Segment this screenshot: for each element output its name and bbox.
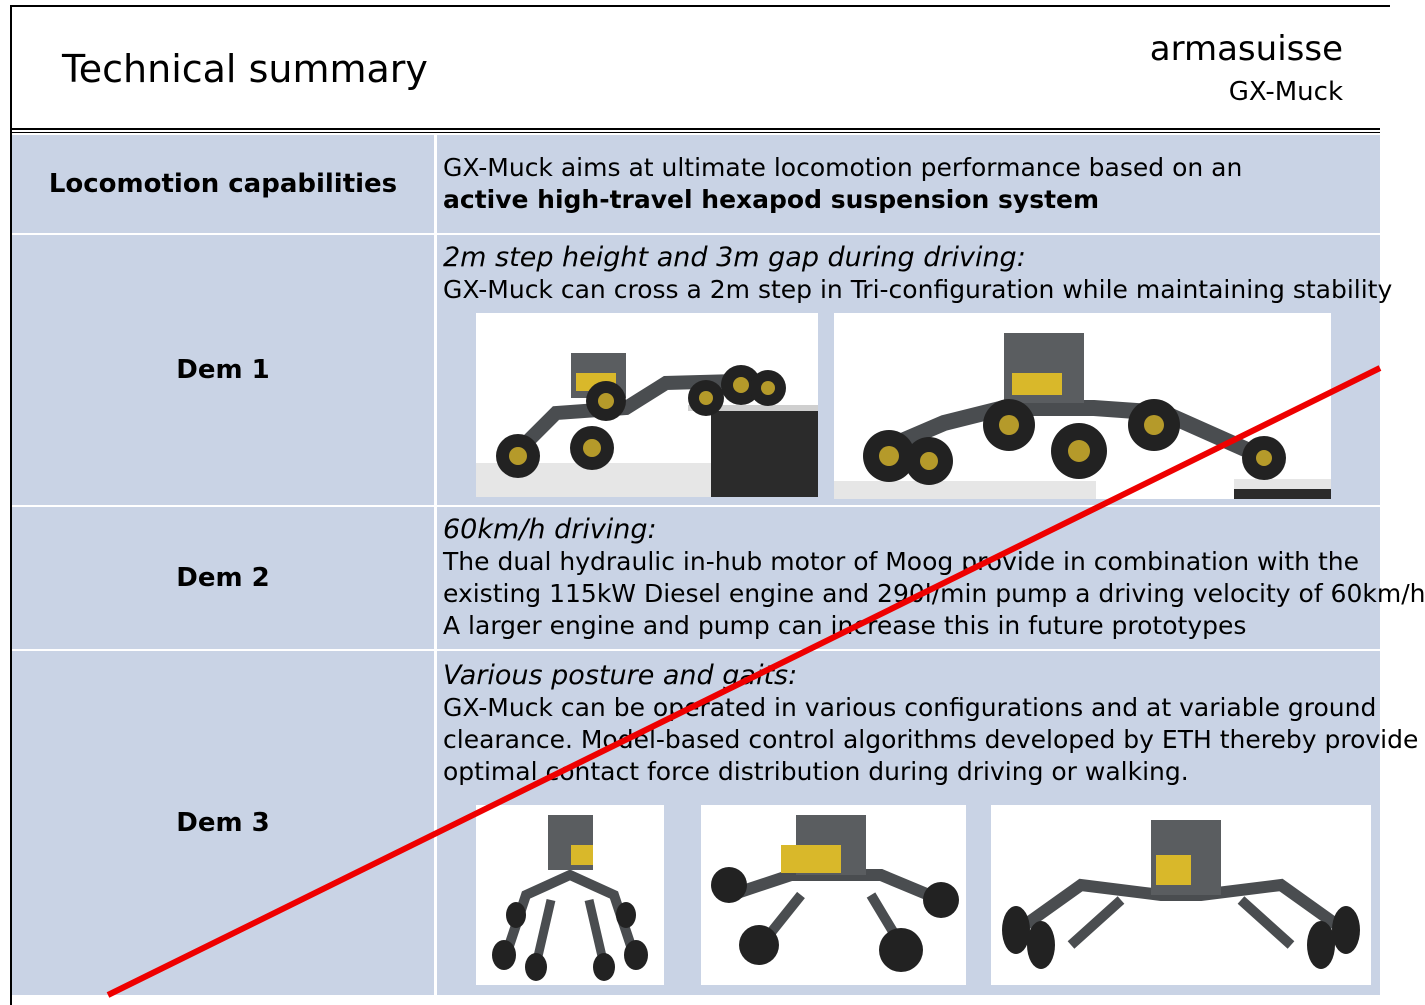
slide-header: Technical summary armasuisse GX-Muck: [12, 7, 1380, 129]
dem1-subtitle: 2m step height and 3m gap during driving…: [443, 242, 1026, 273]
locomotion-line: GX-Muck aims at ultimate locomotion perf…: [443, 153, 1243, 182]
locomotion-bold-text: active high-travel hexapod suspension sy…: [443, 185, 1100, 214]
dem2-line: The dual hydraulic in-hub motor of Moog …: [443, 547, 1360, 576]
project-name: GX-Muck: [1228, 77, 1343, 107]
row-label-dem2: Dem 2: [176, 563, 270, 593]
row-label-dem1: Dem 1: [176, 355, 270, 385]
row-label-locomotion: Locomotion capabilities: [48, 169, 398, 199]
dem2-description: 60km/h driving: The dual hydraulic in-hu…: [443, 514, 1425, 642]
dem3-line: GX-Muck can be operated in various confi…: [443, 693, 1377, 722]
row-divider: [12, 233, 1380, 235]
locomotion-line-bold: active high-travel hexapod suspension sy…: [443, 184, 1380, 216]
dem1-step-image: [476, 313, 818, 497]
locomotion-description: GX-Muck aims at ultimate locomotion perf…: [443, 152, 1380, 216]
dem1-gap-image: [834, 313, 1331, 499]
dem3-wide-stance-image: [991, 805, 1371, 985]
dem2-line: existing 115kW Diesel engine and 290l/mi…: [443, 579, 1425, 608]
dem2-subtitle: 60km/h driving:: [443, 514, 657, 545]
dem3-subtitle: Various posture and gaits:: [443, 660, 798, 691]
dem3-line: clearance. Model-based control algorithm…: [443, 725, 1419, 754]
dem1-line: GX-Muck can cross a 2m step in Tri-confi…: [443, 275, 1393, 304]
dem1-description: 2m step height and 3m gap during driving…: [443, 242, 1393, 306]
dem3-walking-posture-image: [476, 805, 664, 985]
dem3-line: optimal contact force distribution durin…: [443, 757, 1189, 786]
page-title: Technical summary: [62, 47, 428, 91]
row-label-dem3: Dem 3: [176, 808, 270, 838]
organization-name: armasuisse: [1149, 29, 1343, 69]
column-divider: [434, 135, 437, 995]
dem3-driving-posture-image: [701, 805, 966, 985]
header-divider: [12, 128, 1380, 133]
dem2-line: A larger engine and pump can increase th…: [443, 611, 1247, 640]
page-border: [10, 5, 1390, 1005]
dem3-description: Various posture and gaits: GX-Muck can b…: [443, 660, 1419, 788]
